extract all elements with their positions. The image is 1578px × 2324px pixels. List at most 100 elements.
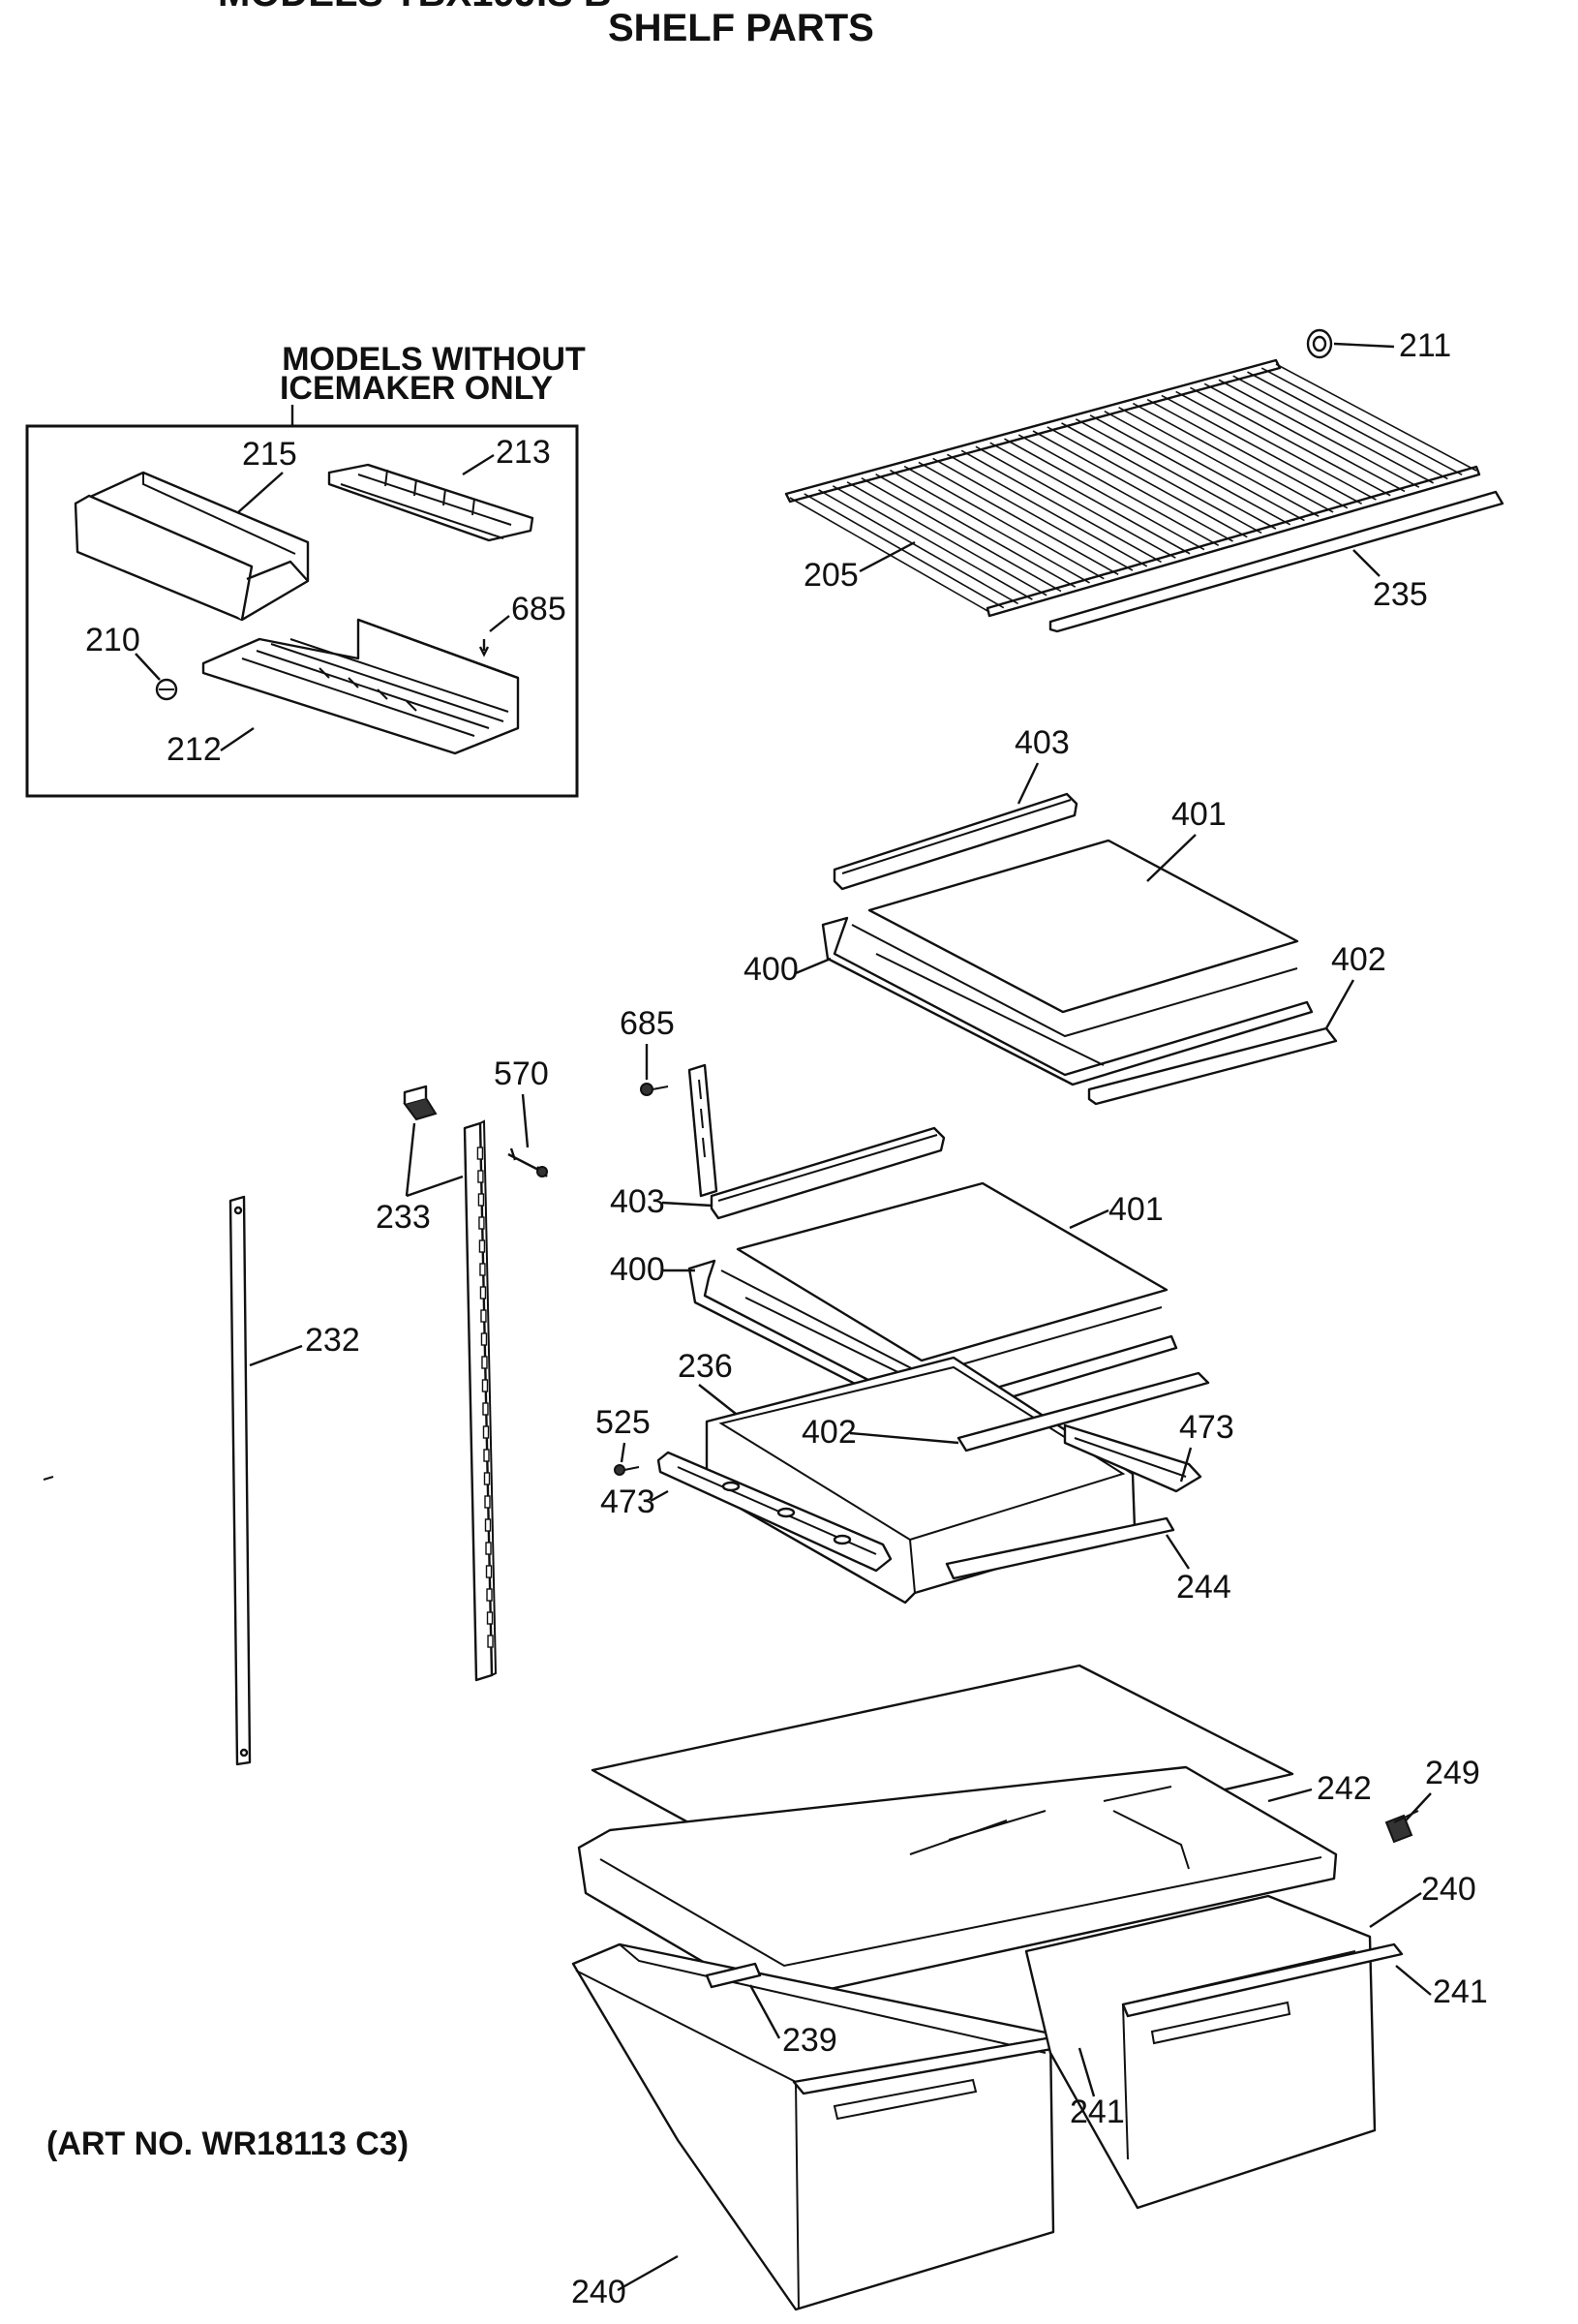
wire-bar — [1190, 386, 1391, 497]
shelf-bumper-part-211 — [1306, 328, 1333, 359]
wire-bar — [1075, 418, 1277, 530]
wire-bar — [1118, 406, 1320, 517]
leader-241-left — [1077, 2047, 1096, 2097]
callout-242: 242 — [1317, 1770, 1372, 1807]
wire-bar — [1017, 434, 1220, 546]
wire-bar — [1260, 367, 1463, 476]
leader-249 — [1405, 1792, 1432, 1821]
wire-bar — [1161, 394, 1363, 505]
page-title-partial: MODELS TBX19JIS B — [218, 0, 612, 15]
wire-bar — [1247, 371, 1448, 480]
leader-233-a — [405, 1122, 416, 1197]
wire-shelf-group: 211 205 235 — [784, 327, 1504, 633]
page-title: SHELF PARTS — [608, 7, 874, 49]
bracket-part-249 — [1384, 1810, 1419, 1844]
leader-473-left — [650, 1489, 669, 1503]
shelf-frame-part-400-upper — [821, 916, 1314, 1086]
leader-242 — [1267, 1788, 1313, 1803]
leader-401-lower — [1069, 1208, 1109, 1230]
callout-232: 232 — [305, 1322, 360, 1359]
callout-244: 244 — [1176, 1569, 1231, 1605]
shelf-trim-part-402-lower — [956, 1371, 1210, 1452]
ladder-slot — [478, 1216, 485, 1230]
ladder-slot — [484, 1518, 492, 1532]
ladder-slot — [480, 1332, 488, 1346]
ladder-slot — [486, 1611, 494, 1625]
callout-570: 570 — [494, 1055, 549, 1092]
leader-213 — [462, 453, 495, 476]
wire-bar — [932, 457, 1134, 571]
shelf-ladder-part-233-bracket — [463, 1119, 498, 1682]
wire-bar — [1132, 402, 1334, 513]
leader-403-lower — [661, 1201, 713, 1208]
callout-210: 210 — [85, 622, 140, 658]
leader-205 — [859, 540, 916, 573]
leader-685-inset — [489, 615, 510, 632]
leader-403-upper — [1017, 762, 1040, 805]
shelf-trim-part-403-upper — [833, 792, 1078, 891]
lower-glass-shelf-group: 403 401 400 — [610, 1126, 1178, 1423]
wire-bar — [1032, 430, 1233, 542]
wire-bar — [1218, 379, 1420, 488]
inset-box — [25, 424, 579, 798]
crisper-drawer-part-240-left — [571, 1942, 1086, 2311]
wire-bar — [1104, 411, 1305, 522]
callout-400-upper: 400 — [743, 951, 799, 988]
pan-rail-part-473-right — [1063, 1423, 1202, 1493]
callout-473-left: 473 — [600, 1483, 655, 1520]
stray-mark — [43, 1476, 54, 1481]
shelf-trim-part-402-upper — [1087, 1026, 1338, 1106]
ladder-slot — [476, 1147, 484, 1160]
callout-239: 239 — [782, 2022, 837, 2059]
leader-211 — [1333, 342, 1395, 349]
wire-bar — [1061, 422, 1262, 535]
callout-402-lower: 402 — [802, 1414, 857, 1451]
ladder-slot — [483, 1449, 490, 1462]
upper-glass-shelf-group: 403 401 400 402 — [743, 724, 1386, 1106]
leader-236 — [698, 1384, 737, 1415]
crisper-drawer-part-240-right — [1024, 1894, 1404, 2210]
screw-part-685 — [640, 1083, 669, 1096]
shelf-trim-part-403-lower — [710, 1126, 946, 1220]
callout-400-lower: 400 — [610, 1251, 665, 1288]
ladder-slot — [479, 1263, 486, 1276]
leader-215 — [236, 472, 284, 514]
meat-pan-group: 236 525 402 473 473 244 — [595, 1348, 1234, 1605]
wire-bar — [975, 445, 1176, 559]
callout-525: 525 — [595, 1404, 651, 1441]
wire-bar — [960, 449, 1162, 564]
ladder-group: 570 233 232 685 — [43, 1005, 718, 1766]
callout-402-upper: 402 — [1331, 941, 1386, 978]
screw-part-525 — [614, 1464, 640, 1476]
leader-473-right — [1179, 1447, 1193, 1483]
callout-233: 233 — [376, 1199, 431, 1236]
callout-212: 212 — [167, 731, 222, 768]
wire-bar — [1089, 414, 1291, 526]
leader-210 — [135, 653, 161, 681]
leader-235 — [1352, 549, 1381, 577]
leader-400-upper — [795, 957, 832, 975]
ice-tray-part-213 — [327, 463, 534, 542]
pan-trim-part-244 — [945, 1516, 1175, 1580]
wire-bar — [1203, 382, 1406, 493]
wire-bar — [818, 489, 1018, 605]
ice-tray-rack-part-212 — [201, 618, 520, 755]
ladder-slot — [478, 1239, 486, 1253]
wire-bar — [875, 473, 1077, 588]
glass-shelf-part-401-upper — [867, 839, 1299, 1014]
wire-bar — [918, 461, 1119, 576]
leader-244 — [1165, 1534, 1191, 1570]
wire-bar — [846, 481, 1047, 596]
ladder-slot — [481, 1379, 489, 1392]
wire-bar — [989, 442, 1191, 555]
pan-rail-part-473-left — [656, 1451, 893, 1573]
leader-570 — [521, 1093, 530, 1148]
wire-bar — [903, 465, 1105, 580]
callout-685-ladder: 685 — [620, 1005, 675, 1042]
pan-cover-part-236 — [705, 1356, 1137, 1605]
callout-241-right: 241 — [1433, 1973, 1488, 2010]
ladder-slot — [482, 1425, 490, 1439]
callout-215: 215 — [242, 436, 297, 473]
ladder-slot — [482, 1402, 489, 1416]
